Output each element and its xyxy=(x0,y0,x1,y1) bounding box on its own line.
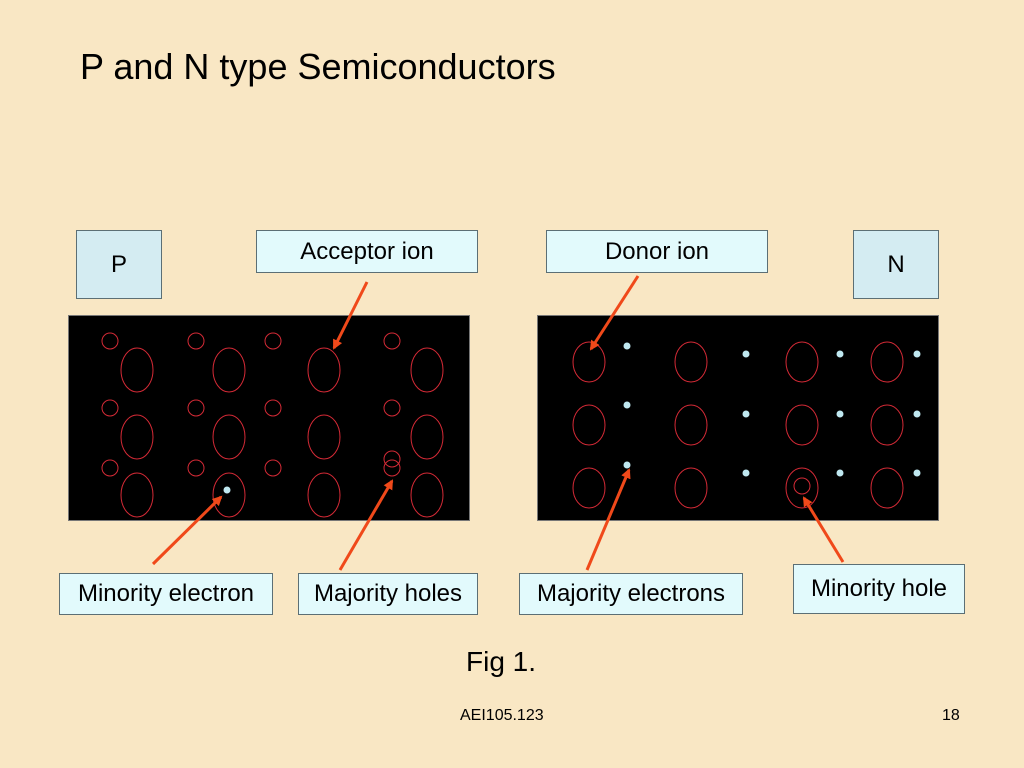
majority-holes-label: Majority holes xyxy=(298,573,478,615)
p-type-label: P xyxy=(76,230,162,299)
p-type-lattice-panel xyxy=(68,315,470,521)
n-type-label: N xyxy=(853,230,939,299)
acceptor-ion-label: Acceptor ion xyxy=(256,230,478,273)
majority-electrons-label: Majority electrons xyxy=(519,573,743,615)
slide-title: P and N type Semiconductors xyxy=(80,46,556,87)
footer-code: AEI105.123 xyxy=(460,707,544,724)
minority-electron-label: Minority electron xyxy=(59,573,273,615)
n-type-lattice-panel xyxy=(537,315,939,521)
figure-caption: Fig 1. xyxy=(466,646,537,677)
minority-hole-label: Minority hole xyxy=(793,564,965,614)
donor-ion-label: Donor ion xyxy=(546,230,768,273)
page-number: 18 xyxy=(942,707,960,724)
